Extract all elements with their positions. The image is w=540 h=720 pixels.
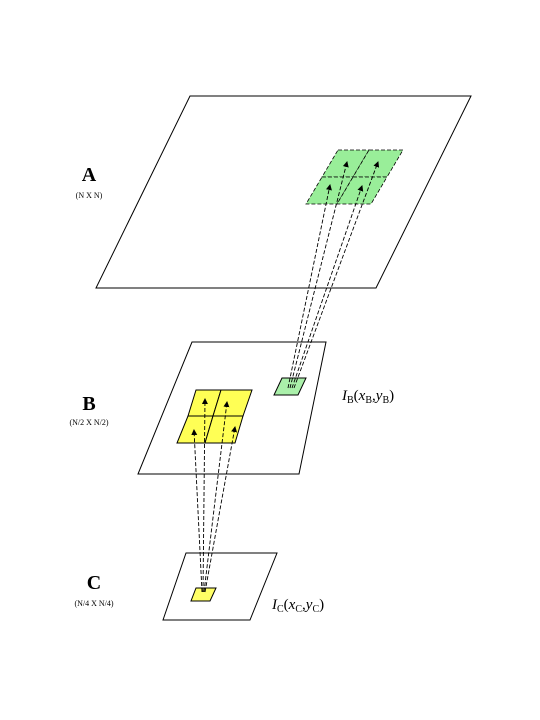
arrow	[191, 429, 203, 593]
yellow-cell-c	[190, 587, 217, 602]
level-a-letter: A	[82, 164, 97, 186]
level-b-size: (N/2 X N/2)	[69, 418, 108, 427]
arrow	[204, 426, 238, 593]
arrow	[287, 184, 332, 389]
plane-a	[95, 95, 472, 289]
label-ic: IC(xC,yC)	[271, 597, 324, 615]
arrow	[293, 161, 380, 389]
arrows-c-to-b	[191, 398, 238, 593]
level-c-size: (N/4 X N/4)	[74, 599, 113, 608]
level-a-size: (N X N)	[76, 191, 103, 200]
arrows-b-to-a	[287, 161, 380, 389]
level-b-letter: B	[82, 393, 95, 415]
arrow	[201, 398, 208, 593]
arrow	[289, 161, 349, 389]
arrow	[203, 401, 230, 593]
level-c-letter: C	[87, 572, 101, 594]
plane-c	[162, 552, 278, 621]
label-ib: IB(xB,yB)	[341, 388, 394, 406]
